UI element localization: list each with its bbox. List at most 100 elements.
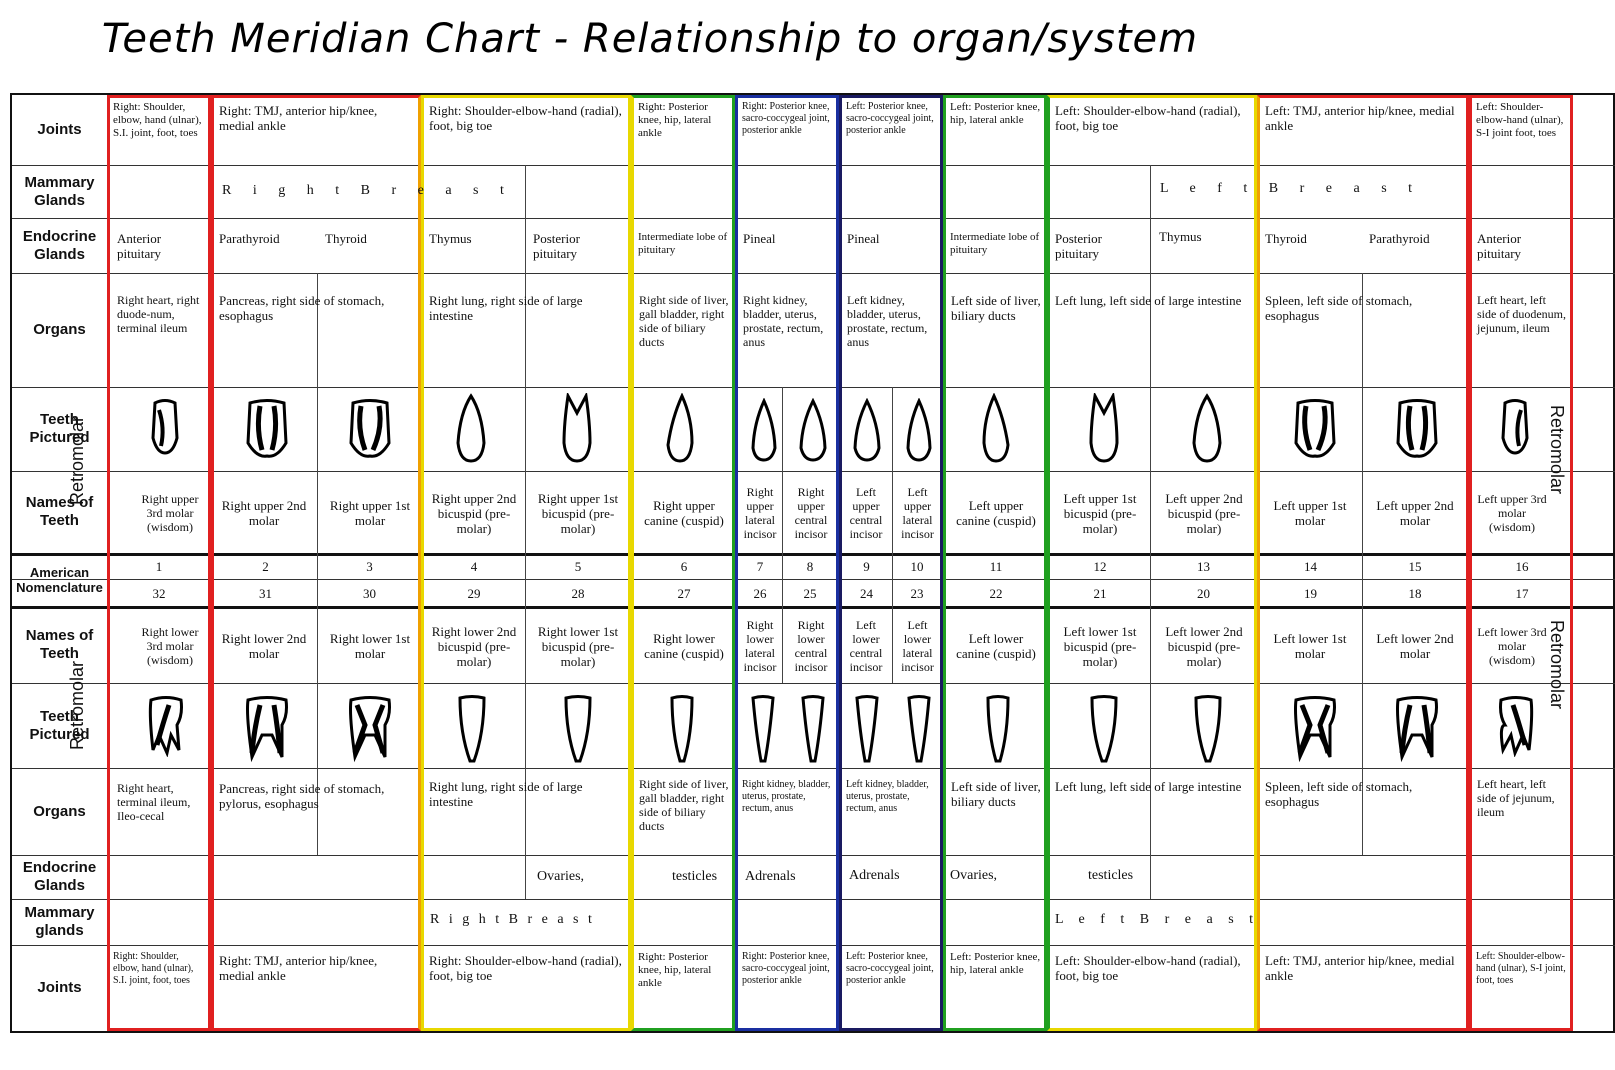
tooth-incisor-icon [905,398,933,462]
tooth-number: 28 [571,586,585,601]
tooth-number: 1 [155,559,163,574]
upper-organ-cell: Left heart, left side of duodenum, jejun… [1477,293,1566,335]
tooth-lower-molar-icon [1392,695,1442,763]
tooth-lower-molar-icon [1290,695,1340,763]
tooth-lower-bicuspid-icon [456,693,488,765]
tooth-number: 12 [1093,559,1107,574]
row-label-american: American Nomenclature [16,565,103,595]
lower-joint-cell: Right: TMJ, anterior hip/knee, medial an… [219,953,378,983]
upper-endocrine-cell: Anterior pituitary [117,231,162,261]
grid-line [12,553,1615,556]
tooth-molar-icon [345,398,395,463]
upper-organ-cell: Right side of liver, gall bladder, right… [639,293,729,349]
tooth-number: 10 [910,559,924,574]
upper-endocrine-cell: Parathyroid [1369,231,1430,246]
lower-organ-cell: Left lung, left side of large intestine [1055,779,1242,794]
lower-tooth-name: Left lower canine (cuspid) [956,631,1036,661]
lower-left-breast: L e f t B r e a s t [1055,912,1254,927]
chart-title: Teeth Meridian Chart - Relationship to o… [101,16,1199,62]
tooth-number: 15 [1408,559,1422,574]
lower-tooth-name: Right lower 3rd molar (wisdom) [141,625,199,667]
upper-joint-cell: Left: Shoulder-elbow-hand (radial), foot… [1055,103,1241,133]
lower-right-breast: R i g h t B r e a s t [430,912,592,927]
tooth-incisor-icon [750,398,778,462]
upper-tooth-name: Left upper 2nd molar [1376,498,1454,528]
row-label-joints: Joints [37,121,82,138]
upper-endocrine-cell: Pineal [847,231,880,246]
lower-tooth-name: Right lower central incisor [794,618,828,674]
lower-joint-cell: Right: Posterior knee, hip, lateral ankl… [638,951,712,989]
lower-tooth-name: Left lower 2nd molar [1376,631,1454,661]
tooth-number: 3 [366,559,373,574]
tooth-number: 13 [1197,559,1210,574]
lower-tooth-name: Right lower 2nd molar [221,631,307,661]
lower-organ-cell: Left heart, left side of jejunum, ileum [1477,777,1555,819]
tooth-number: 22 [989,586,1003,601]
upper-joint-cell: Right: Shoulder, elbow, hand (ulnar), S.… [113,101,202,139]
tooth-lower-incisor-icon [750,693,776,765]
lower-joint-cell: Left: TMJ, anterior hip/knee, medial ank… [1265,953,1455,983]
upper-tooth-name: Left upper lateral incisor [901,485,934,541]
upper-endocrine-cell: Posterior pituitary [1055,231,1102,261]
tooth-number: 32 [152,586,166,601]
tooth-lower-canine-icon [668,693,696,765]
upper-endocrine-cell: Intermediate lobe of pituitary [950,231,1040,256]
lower-tooth-name: Left lower 1st bicuspid (pre-molar) [1063,623,1137,669]
lower-organ-cell: Right kidney, bladder, uterus, prostate,… [742,779,831,814]
row-label-teeth-pictured-lower: Teeth Pictured [29,707,90,743]
grid-line [12,387,1615,388]
lower-organ-cell: Pancreas, right side of stomach, pylorus… [219,781,385,811]
lower-tooth-name: Left lower central incisor [849,618,883,674]
grid-line [12,855,1615,856]
upper-endocrine-cell: Thyroid [325,231,367,246]
tooth-molar-icon [1392,398,1442,463]
upper-organ-cell: Right lung, right side of large intestin… [429,293,583,323]
tooth-lower-bicuspid-icon [1088,693,1120,765]
lower-joint-cell: Right: Shoulder, elbow, hand (ulnar), S.… [113,951,194,986]
tooth-number: 27 [677,586,691,601]
grid-line [12,165,1615,166]
lower-organ-cell: Right heart, terminal ileum, Ileo-cecal [117,781,191,823]
grid-line [12,273,1615,274]
lower-joint-cell: Right: Shoulder-elbow-hand (radial), foo… [429,953,622,983]
tooth-number: 20 [1197,586,1210,601]
upper-joint-cell: Right: TMJ, anterior hip/knee, medial an… [219,103,378,133]
tooth-molar-icon [242,398,292,463]
upper-tooth-name: Left upper 1st bicuspid (pre-molar) [1063,490,1137,536]
row-label-organs-lower: Organs [33,802,86,820]
tooth-lower-incisor-icon [800,693,826,765]
grid-line [1150,165,1151,899]
upper-joint-cell: Right: Shoulder-elbow-hand (radial), foo… [429,103,622,133]
row-label-organs: Organs [33,321,86,338]
tooth-bicuspid-icon [454,393,488,465]
upper-endocrine-cell: Thymus [1159,229,1202,244]
upper-tooth-name: Right upper 1st molar [329,498,411,528]
lower-organ-cell: Left kidney, bladder, uterus, prostate, … [846,779,929,814]
lower-endocrine-ovaries-left: Ovaries, [950,868,998,883]
lower-endocrine-testicles-right: testicles [672,869,718,884]
upper-joint-cell: Right: Posterior knee, hip, lateral ankl… [638,101,712,139]
tooth-lower-molar-icon [345,695,395,763]
tooth-number: 23 [910,586,924,601]
grid-line [12,683,1615,684]
tooth-number: 9 [863,559,870,574]
upper-tooth-name: Right upper canine (cuspid) [644,498,724,528]
tooth-number: 7 [756,559,764,574]
upper-tooth-name: Right upper lateral incisor [743,485,777,541]
tooth-lower-incisor-icon [906,693,932,765]
upper-joint-cell: Left: TMJ, anterior hip/knee, medial ank… [1265,103,1455,133]
tooth-number: 5 [574,559,582,574]
tooth-number: 6 [680,559,688,574]
tooth-number: 2 [262,559,269,574]
row-label-mammary-lower: Mammary glands [24,904,95,939]
grid-line [525,165,526,899]
upper-endocrine-cell: Thymus [429,231,472,246]
upper-endocrine-cell: Intermediate lobe of pituitary [638,231,728,256]
tooth-number: 11 [989,559,1003,574]
lower-joint-cell: Left: Posterior knee, hip, lateral ankle [950,951,1041,976]
tooth-number: 21 [1093,586,1107,601]
tooth-canine-icon [664,393,696,465]
tooth-molar-icon [1290,398,1340,463]
lower-joint-cell: Right: Posterior knee, sacro-coccygeal j… [742,951,830,986]
tooth-number: 31 [259,586,272,601]
